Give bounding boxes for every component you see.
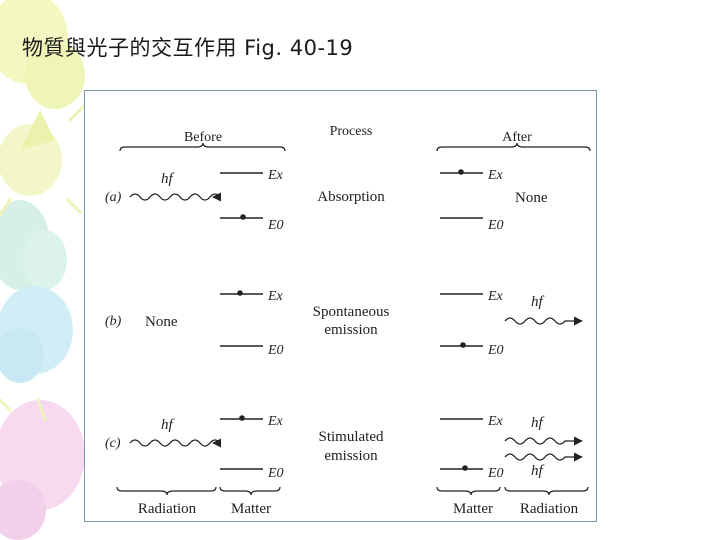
row-a-after-electron	[458, 169, 464, 175]
row-b-process-line2: emission	[324, 322, 378, 338]
row-a-process: Absorption	[317, 189, 385, 205]
header-after: After	[502, 130, 532, 145]
row-c-emitted-photon-2	[504, 452, 583, 462]
row-c-photon-label: hf	[161, 417, 175, 433]
row-a-after-none: None	[515, 190, 548, 206]
pink-balloon	[0, 400, 85, 540]
header-before: Before	[184, 130, 222, 145]
figure-panel: Before Process After (a) hf Ex E0 Absorp…	[84, 90, 597, 522]
row-b-before-none: None	[145, 314, 178, 330]
photon-interaction-diagram: Before Process After (a) hf Ex E0 Absorp…	[105, 124, 591, 517]
row-c-before-e0: E0	[267, 466, 284, 481]
footer-left-matter: Matter	[231, 501, 271, 517]
header-process: Process	[330, 124, 373, 139]
row-a-before-e0: E0	[267, 218, 284, 233]
row-c-after-electron	[462, 465, 468, 471]
row-c-process-line2: emission	[324, 448, 378, 464]
row-a-photon-label: hf	[161, 171, 175, 187]
row-a-after-e0: E0	[487, 218, 504, 233]
footer-right-radiation: Radiation	[520, 501, 579, 517]
row-c-after-e0: E0	[487, 466, 504, 481]
row-b-before-e0: E0	[267, 343, 284, 358]
slide-title: 物質與光子的交互作用 Fig. 40-19	[22, 36, 354, 60]
row-c-before-electron	[239, 415, 245, 421]
row-b-after-e0: E0	[487, 343, 504, 358]
brace-before	[119, 142, 286, 152]
brace-left-matter	[219, 486, 281, 496]
brace-right-radiation	[504, 486, 589, 496]
row-a-before-electron	[240, 214, 246, 220]
row-a-label: (a)	[105, 190, 122, 205]
row-b-after-ex: Ex	[487, 289, 504, 304]
cyan-balloon	[0, 286, 73, 383]
row-b-after-electron	[460, 342, 466, 348]
row-b: (b) None Ex E0 Spontaneous emission Ex E…	[105, 289, 583, 358]
row-c-before-ex: Ex	[267, 414, 284, 429]
row-a-incoming-photon	[129, 192, 222, 202]
row-c-after-photon-label-1: hf	[531, 415, 545, 431]
row-b-label: (b)	[105, 314, 122, 329]
brace-right-matter	[436, 486, 501, 496]
row-b-process-line1: Spontaneous	[313, 304, 390, 320]
footer-left-radiation: Radiation	[138, 501, 197, 517]
row-c: (c) hf Ex E0 Stimulated emission Ex E0 h…	[105, 414, 583, 481]
row-c-after-photon-label-2: hf	[531, 463, 545, 479]
row-c-process-line1: Stimulated	[319, 429, 384, 445]
row-c-incoming-photon	[129, 438, 222, 448]
row-b-before-electron	[237, 290, 243, 296]
row-a-before-ex: Ex	[267, 168, 284, 183]
green-balloon	[0, 200, 67, 290]
yellow-balloon	[0, 0, 85, 196]
row-b-after-photon-label: hf	[531, 294, 545, 310]
row-c-emitted-photon-1	[504, 436, 583, 446]
footer-right-matter: Matter	[453, 501, 493, 517]
row-c-label: (c)	[105, 436, 121, 451]
row-b-before-ex: Ex	[267, 289, 284, 304]
brace-left-radiation	[116, 486, 217, 496]
brace-after	[436, 142, 591, 152]
row-c-after-ex: Ex	[487, 414, 504, 429]
row-a: (a) hf Ex E0 Absorption Ex E0 None	[105, 168, 548, 233]
sparkle-rays	[0, 103, 87, 422]
row-b-emitted-photon	[504, 316, 583, 326]
row-a-after-ex: Ex	[487, 168, 504, 183]
